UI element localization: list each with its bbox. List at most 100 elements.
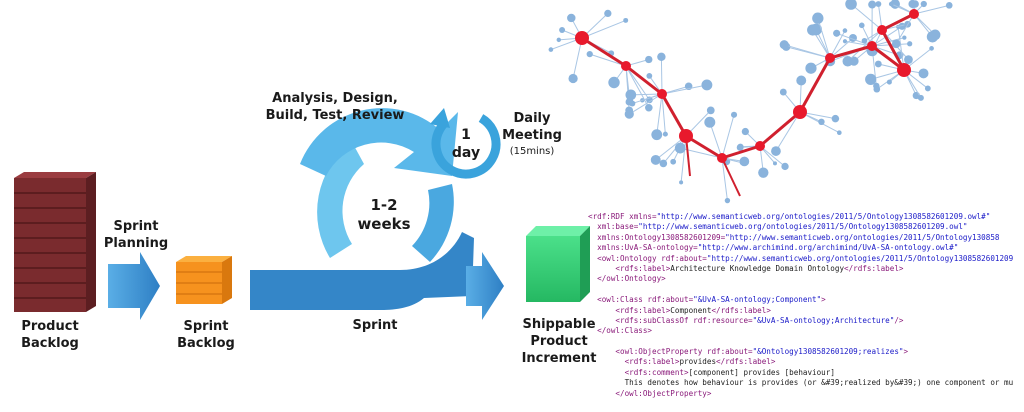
graph-hub-link [880, 29, 906, 71]
code-line: xml:base="http://www.semanticweb.org/ont… [588, 222, 1024, 232]
daily-meeting-label: Daily Meeting [502, 111, 562, 143]
graph-node [645, 55, 653, 64]
graph-hub-node [717, 153, 727, 163]
graph-node [624, 109, 634, 119]
code-token: <rdfs:label> [588, 357, 680, 367]
graph-hub-link [881, 12, 915, 32]
code-line [588, 337, 1024, 347]
code-line: </owl:Ontology> [588, 274, 1024, 284]
code-line: <rdfs:label>Architecture Knowledge Domai… [588, 264, 1024, 274]
code-line: <rdf:RDF xmlns="http://www.semanticweb.o… [588, 212, 1024, 222]
graph-hub-node [897, 63, 911, 77]
graph-node [858, 22, 865, 29]
graph-node [926, 31, 939, 43]
graph-node [836, 130, 842, 136]
code-token: > [821, 295, 826, 305]
code-token: Architecture Knowledge Domain Ontology [670, 263, 845, 273]
graph-edge [629, 93, 663, 115]
graph-node [781, 162, 789, 171]
daily-cycle [430, 108, 501, 179]
graph-node [741, 127, 749, 136]
graph-hub-link [625, 64, 663, 96]
graph-hub-link [581, 36, 627, 68]
graph-node [568, 73, 578, 84]
graph-hub-node [679, 129, 693, 143]
increment-arrow [466, 252, 504, 320]
graph-node [556, 37, 561, 43]
sprint-cycle [250, 108, 474, 310]
code-token: <rdf:RDF xmlns= [588, 212, 657, 221]
graph-hub-node [657, 89, 667, 99]
shippable-increment-cube [526, 226, 590, 302]
graph-hub-node [575, 31, 589, 45]
code-token: xmlns:Ontology1308582601209= [588, 232, 726, 242]
graph-node [779, 88, 787, 96]
graph-edge [829, 37, 854, 59]
graph-edge [656, 93, 663, 135]
graph-edge [897, 26, 905, 71]
graph-node [929, 46, 934, 51]
graph-node [604, 9, 612, 18]
code-token: > [903, 347, 909, 357]
code-line: xmlns:UvA-SA-ontology="http://www.archim… [588, 243, 1024, 253]
graph-edge [661, 84, 708, 95]
graph-node [898, 22, 906, 30]
graph-node [674, 142, 686, 154]
graph-edge [759, 145, 786, 167]
ontology-network-graph [548, 0, 953, 204]
code-token: <rdfs:label> [588, 305, 671, 315]
graph-node [886, 79, 892, 85]
code-token: "&UvA-SA-ontology;Component" [693, 295, 822, 305]
sprint-planning-arrow [108, 252, 160, 320]
activities-label: Analysis, Design, Build, Test, Review [265, 91, 405, 123]
graph-hub-link [721, 144, 761, 160]
code-token: </owl:Ontology> [588, 274, 666, 284]
code-line: <rdfs:label>Component</rdfs:label> [588, 306, 1024, 316]
graph-edge [817, 18, 831, 59]
graph-edge [847, 29, 883, 62]
code-token: xmlns:UvA-SA-ontology= [588, 243, 698, 253]
code-line: xmlns:Ontology1308582601209="http://www.… [588, 233, 1024, 243]
graph-hub-node [877, 25, 887, 35]
graph-node [771, 146, 781, 156]
graph-node [861, 37, 868, 44]
code-token: This denotes how behaviour is provides (… [588, 378, 1014, 388]
graph-node [567, 13, 576, 23]
graph-node [924, 85, 931, 92]
graph-edge [680, 135, 687, 183]
sprint-label: Sprint [352, 318, 398, 333]
graph-node [724, 197, 731, 204]
graph-node [548, 47, 554, 52]
graph-node [706, 106, 715, 115]
code-token: "http://www.semanticweb.org/ontologies/2… [638, 222, 968, 232]
graph-node [730, 111, 738, 118]
graph-node [559, 27, 566, 33]
graph-hub-link [685, 134, 723, 160]
graph-node [662, 131, 668, 137]
code-token: "http://www.semanticweb.org/ontologies/2… [725, 232, 1000, 242]
graph-edge [721, 114, 735, 159]
graph-edge [913, 4, 950, 15]
graph-node [874, 60, 882, 68]
graph-hub-node [909, 9, 919, 19]
graph-node [904, 55, 913, 64]
graph-node [645, 103, 653, 112]
graph-node [646, 73, 653, 79]
graph-node [818, 118, 825, 126]
code-token: "&Ontology1308582601209;realizes" [752, 347, 904, 357]
code-line: <rdfs:comment>[component] provides [beha… [588, 368, 1024, 378]
graph-node [625, 89, 637, 101]
graph-node [805, 62, 817, 74]
graph-edge [784, 44, 831, 59]
code-token: </rdfs:label> [716, 357, 776, 367]
graph-node [833, 29, 841, 37]
graph-node [920, 0, 927, 8]
code-token: "http://www.semanticweb.org/ontologies/2… [706, 253, 1014, 263]
code-line: This denotes how behaviour is provides (… [588, 378, 1024, 388]
graph-hub-link [759, 110, 801, 148]
graph-node [623, 17, 629, 23]
code-line: <owl:Ontology rdf:about="http://www.sema… [588, 254, 1024, 264]
graph-node [902, 35, 907, 40]
code-line: <owl:ObjectProperty rdf:about="&Ontology… [588, 347, 1024, 357]
